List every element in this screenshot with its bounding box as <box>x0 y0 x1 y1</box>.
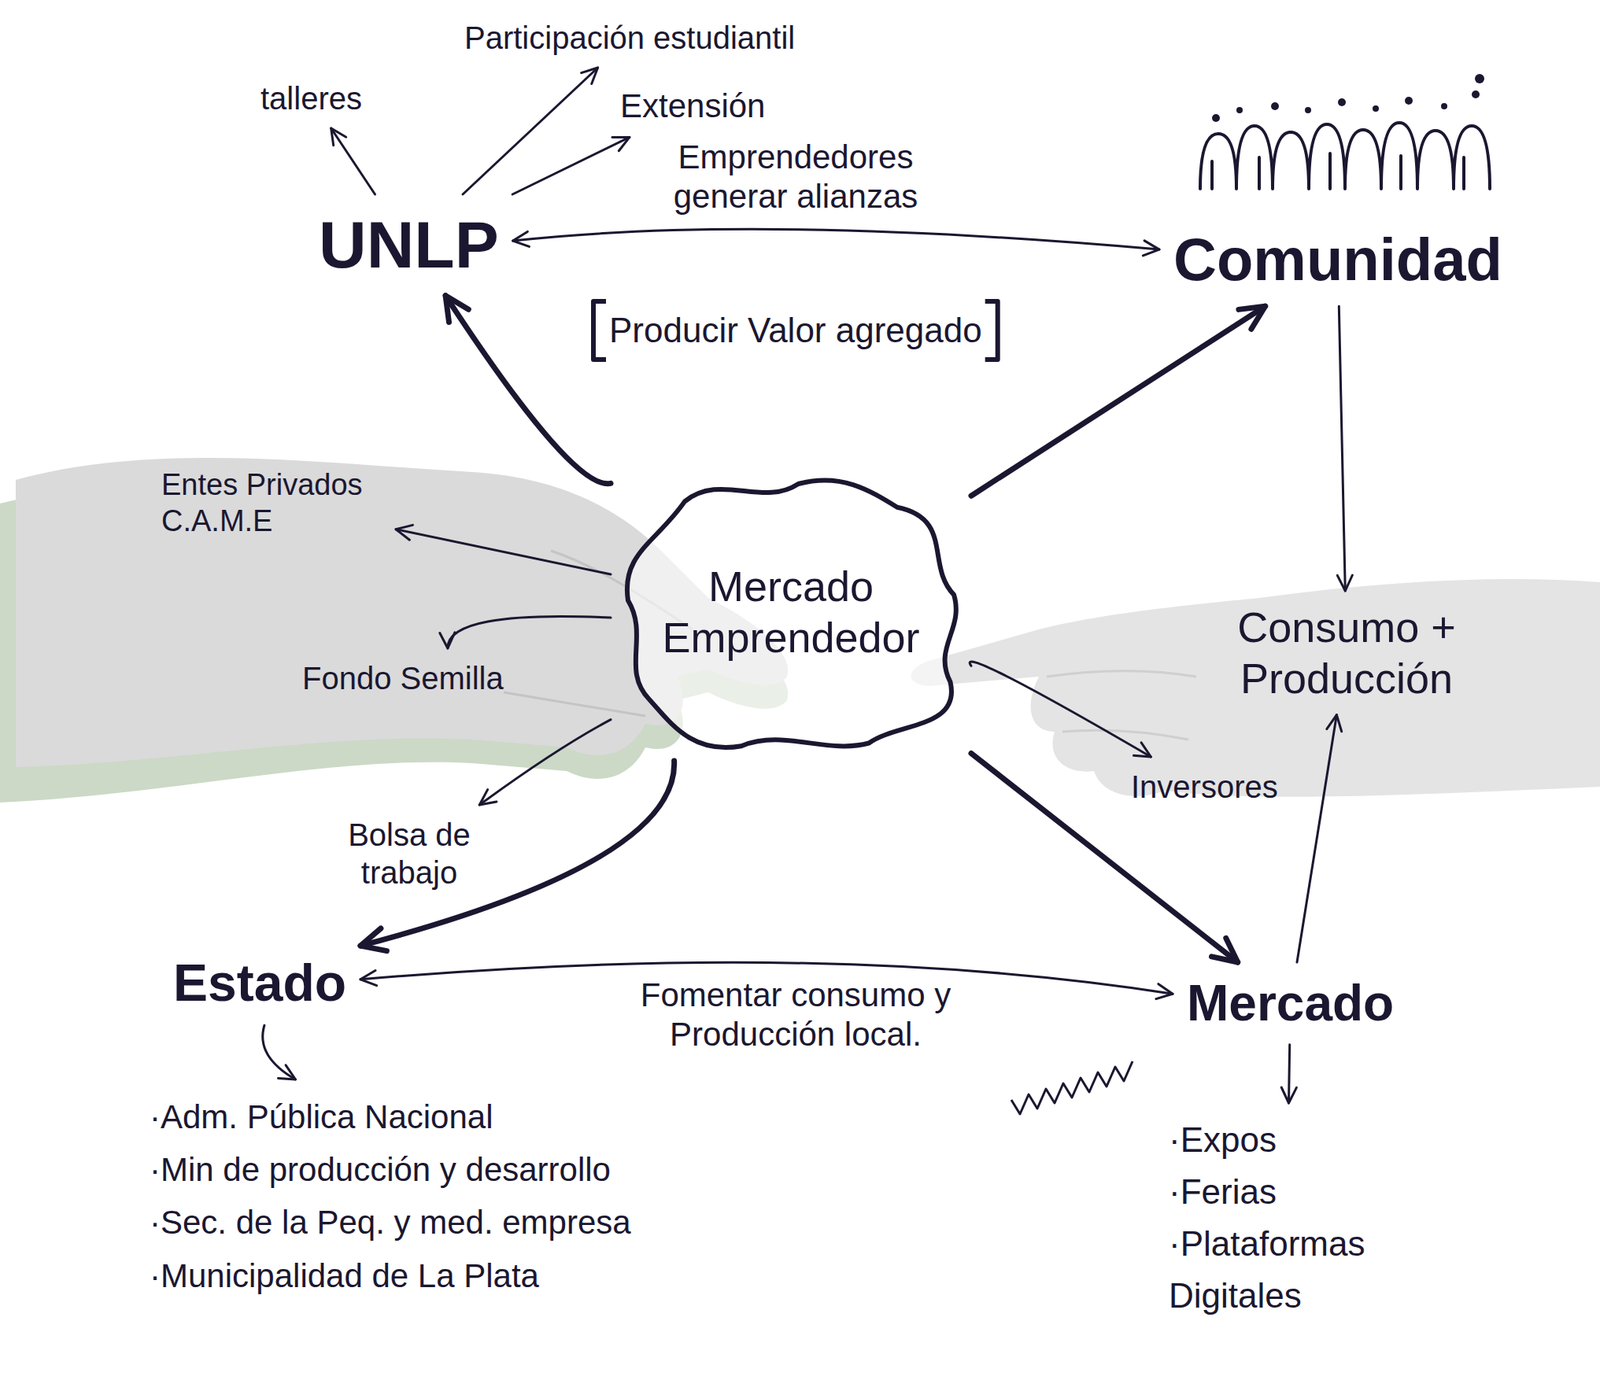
connector-arrow <box>331 128 376 195</box>
hub-heading: Estado <box>165 947 355 1020</box>
arrowhead <box>1326 715 1342 732</box>
connector-arrow <box>395 524 611 575</box>
node-text: Mercado Emprendedor <box>661 561 921 664</box>
connector-line <box>462 67 599 195</box>
main-arrow <box>445 295 611 485</box>
node-text: ·Ferias <box>1168 1166 1405 1219</box>
connector-line <box>262 1025 296 1080</box>
cloud-path <box>627 480 957 748</box>
node-text: Mercado <box>1186 973 1394 1035</box>
connector-arrow <box>1337 306 1353 592</box>
connector-line <box>969 661 1151 758</box>
hub-heading: Mercado <box>1178 968 1402 1039</box>
arrowhead <box>513 231 1160 256</box>
bunting <box>1011 1061 1133 1115</box>
node-text: UNLP <box>318 205 499 285</box>
center-text: Consumo + Producción <box>1197 597 1497 710</box>
node-text: Bolsa de trabajo <box>338 816 481 892</box>
branch-text: talleres <box>252 74 370 122</box>
right-hand <box>911 579 1600 798</box>
main-arrow <box>971 306 1266 496</box>
connector-arrow <box>513 229 1160 256</box>
hub-heading: Comunidad <box>1165 218 1511 300</box>
central-cloud: Mercado Emprendedor <box>613 466 969 758</box>
connector-line <box>447 616 611 649</box>
branch-text: Entes Privados C.A.M.E <box>153 462 390 544</box>
connector-line <box>1296 715 1337 963</box>
connector-line <box>971 306 1266 496</box>
connector-line <box>479 720 611 806</box>
community-figures <box>1200 122 1490 189</box>
bullet-list: ·Expos·Ferias·Plataformas Digitales <box>1160 1109 1413 1327</box>
node-text: Estado <box>173 952 347 1015</box>
connector-line <box>331 128 376 195</box>
connector-arrow <box>462 67 599 195</box>
arrowhead <box>331 128 347 146</box>
bracket-group <box>593 301 998 360</box>
connector-arrow <box>1281 1045 1297 1104</box>
node-text: Entes Privados C.A.M.E <box>161 467 382 540</box>
connector-line <box>360 761 675 946</box>
connector-line <box>1289 1045 1290 1104</box>
cloud-outline <box>613 466 969 758</box>
arrowhead <box>445 295 469 323</box>
arrowhead <box>395 524 413 540</box>
connector-line <box>512 136 630 195</box>
note-label: Producir Valor agregado <box>604 309 987 352</box>
node-text: Comunidad <box>1173 223 1503 296</box>
arrowhead <box>1212 938 1238 964</box>
node-text: ·Plataformas Digitales <box>1168 1218 1405 1323</box>
arrowhead <box>1281 1087 1297 1104</box>
branch-text: Fondo Semilla <box>294 654 512 703</box>
square-bracket <box>593 301 998 360</box>
arrowhead <box>1238 306 1266 329</box>
arrowhead <box>439 632 455 649</box>
node-text: ·Municipalidad de La Plata <box>149 1249 701 1303</box>
bullet-list: ·Adm. Pública Nacional·Min de producción… <box>141 1086 709 1308</box>
connector-line <box>395 529 611 575</box>
node-text: ·Min de producción y desarrollo <box>149 1143 701 1197</box>
connector-line <box>513 229 1160 250</box>
edge-label: Fomentar consumo y Producción local. <box>575 974 1017 1057</box>
arrowhead <box>1337 575 1353 592</box>
hub-heading: UNLP <box>310 200 507 290</box>
node-text: Participación estudiantil <box>464 18 795 57</box>
connector-arrow <box>512 136 630 195</box>
connector-arrow <box>262 1025 296 1080</box>
arrowhead <box>360 928 387 952</box>
node-text: Fondo Semilla <box>302 659 504 698</box>
node-text: Extensión <box>620 86 765 126</box>
edge-label: Emprendedores generar alianzas <box>646 136 946 219</box>
branch-text: Bolsa de trabajo <box>330 811 488 897</box>
branch-text: Participación estudiantil <box>456 14 803 62</box>
arrowhead <box>278 1065 296 1080</box>
connector-line <box>1338 306 1346 592</box>
node-text: Consumo + Producción <box>1204 602 1489 705</box>
community-dots <box>1212 73 1485 122</box>
branch-text: Extensión <box>612 81 773 131</box>
node-text: talleres <box>260 79 363 118</box>
arrowhead <box>479 790 497 806</box>
arrowhead <box>581 67 599 85</box>
connector-arrow <box>439 616 611 649</box>
node-text: Inversores <box>1130 768 1279 806</box>
connector-line <box>445 295 611 485</box>
connector-arrow <box>1296 715 1342 963</box>
node-text: ·Expos <box>1168 1114 1405 1167</box>
finger-line <box>1046 671 1197 741</box>
arrowhead <box>1134 742 1152 758</box>
connector-arrow <box>969 661 1151 758</box>
branch-text: Inversores <box>1123 763 1286 811</box>
node-text: ·Sec. de la Peq. y med. empresa <box>149 1196 701 1249</box>
arrowhead <box>612 136 630 151</box>
connector-arrow <box>479 720 611 806</box>
node-text: ·Adm. Pública Nacional <box>149 1090 701 1144</box>
